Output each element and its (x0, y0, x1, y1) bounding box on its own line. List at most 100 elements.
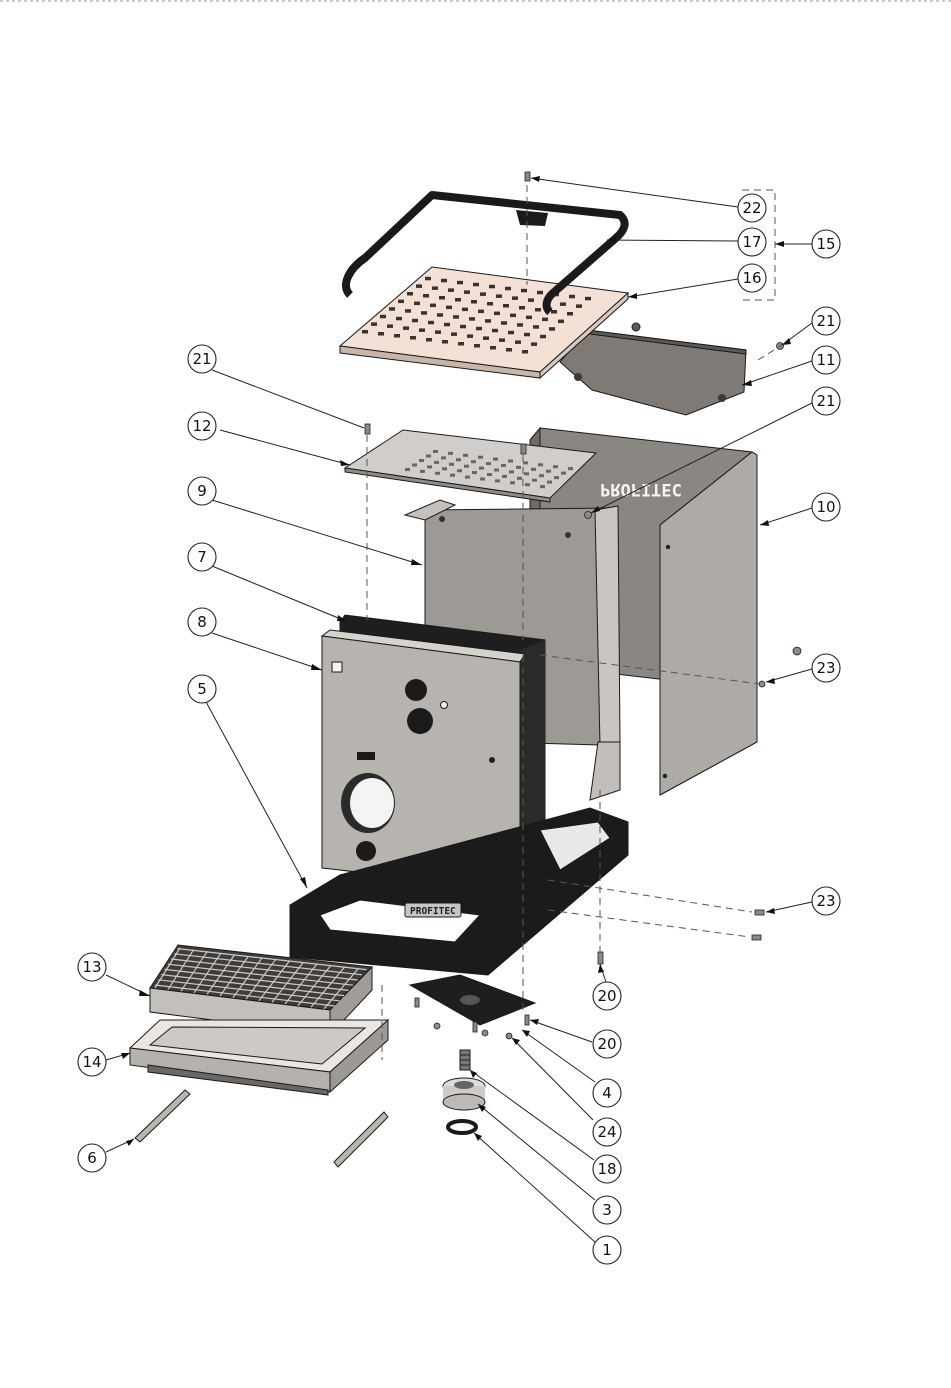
perforation-hole (437, 313, 443, 317)
grate-bar (167, 963, 354, 986)
grate-bar (310, 966, 345, 1008)
perforation-hole (499, 338, 505, 342)
svg-text:3: 3 (602, 1201, 612, 1219)
callout-arrowheads (121, 176, 791, 1146)
perforation-hole (551, 310, 557, 314)
perforation-hole (526, 315, 532, 320)
perforation-hole (473, 282, 479, 287)
perforation-hole (576, 304, 582, 308)
perforation-hole (546, 469, 551, 473)
perforation-hole (380, 314, 386, 319)
part-5-base-frame: PROFITEC (289, 807, 629, 976)
perforation-hole (490, 346, 496, 350)
callout-21-left: 21 (187, 344, 217, 374)
svg-text:15: 15 (816, 235, 835, 253)
grate-bar (232, 957, 263, 998)
perforation-hole (503, 304, 509, 308)
svg-text:22: 22 (742, 199, 761, 217)
grate-bar (177, 948, 367, 971)
perforation-hole (414, 301, 420, 306)
perforation-hole (501, 321, 507, 325)
perforation-hole (412, 463, 417, 467)
perforation-hole (505, 286, 511, 291)
svg-text:9: 9 (197, 482, 207, 500)
callout-15: 15 (811, 229, 841, 259)
callout-20-lower: 20 (592, 1029, 622, 1059)
perforation-hole (421, 311, 427, 315)
perforation-hole (464, 290, 470, 294)
grate-bar (174, 953, 363, 976)
perforation-hole (432, 286, 438, 290)
part-1-seal-ring (446, 1119, 478, 1135)
svg-text:21: 21 (192, 350, 211, 368)
perforation-hole (420, 469, 425, 473)
perforation-hole (439, 296, 445, 300)
callout-23-upper: 23 (811, 653, 841, 683)
perforation-hole (441, 456, 446, 460)
perforation-hole (558, 319, 564, 324)
perforation-hole (502, 474, 507, 478)
perforation-hole (457, 280, 463, 285)
svg-text:23: 23 (816, 659, 835, 677)
perforation-hole (453, 315, 459, 319)
svg-text:5: 5 (197, 680, 207, 698)
perforation-hole (531, 467, 536, 471)
svg-text:12: 12 (192, 417, 211, 435)
callout-12: 12 (187, 411, 217, 441)
svg-text:18: 18 (597, 1160, 616, 1178)
svg-text:1: 1 (602, 1241, 612, 1259)
perforation-hole (540, 485, 545, 489)
callout-14: 14 (77, 1047, 107, 1077)
perforation-hole (410, 336, 416, 340)
perforation-hole (378, 332, 384, 336)
svg-text:17: 17 (742, 233, 761, 251)
perforation-hole (362, 330, 368, 334)
grate-bar (158, 979, 340, 1002)
perforation-hole (539, 474, 544, 478)
perforation-hole (471, 300, 477, 304)
grate-bar (271, 962, 304, 1003)
part-18-spring (459, 1049, 471, 1071)
perforation-hole (407, 292, 413, 296)
perforation-hole (387, 324, 393, 328)
perforation-hole (487, 302, 493, 306)
perforation-hole (464, 464, 469, 468)
perforation-hole (540, 334, 546, 339)
svg-text:11: 11 (816, 351, 835, 369)
svg-text:21: 21 (816, 312, 835, 330)
perforation-hole (478, 455, 483, 459)
callout-20-upper: 20 (592, 981, 622, 1011)
perforation-hole (448, 288, 454, 292)
part-17-handle (342, 191, 629, 316)
svg-text:10: 10 (816, 498, 835, 516)
callout-1: 1 (592, 1235, 622, 1265)
perforation-hole (510, 481, 515, 485)
callout-18: 18 (592, 1154, 622, 1184)
callout-24: 24 (592, 1117, 622, 1147)
perforation-hole (517, 323, 523, 327)
perforation-hole (542, 317, 548, 322)
perforation-hole (427, 465, 432, 469)
perforation-hole (483, 336, 489, 340)
perforation-hole (538, 463, 543, 467)
perforation-hole (528, 298, 534, 302)
perforation-hole (480, 292, 486, 296)
perforation-hole (405, 309, 411, 313)
perforation-hole (489, 284, 495, 289)
callout-22: 22 (737, 193, 767, 223)
perforation-hole (419, 328, 425, 332)
perforation-hole (371, 322, 377, 326)
perforation-hole (416, 284, 422, 288)
callout-8: 8 (187, 607, 217, 637)
perforation-hole (442, 340, 448, 344)
perforation-hole (428, 320, 434, 325)
perforation-hole (567, 312, 573, 316)
perforation-hole (472, 471, 477, 475)
grate-bar (167, 949, 195, 990)
perforation-hole (535, 308, 541, 312)
perforation-hole (434, 460, 439, 464)
callout-23-lower: 23 (811, 886, 841, 916)
perforation-hole (474, 344, 480, 348)
callout-11: 11 (811, 345, 841, 375)
